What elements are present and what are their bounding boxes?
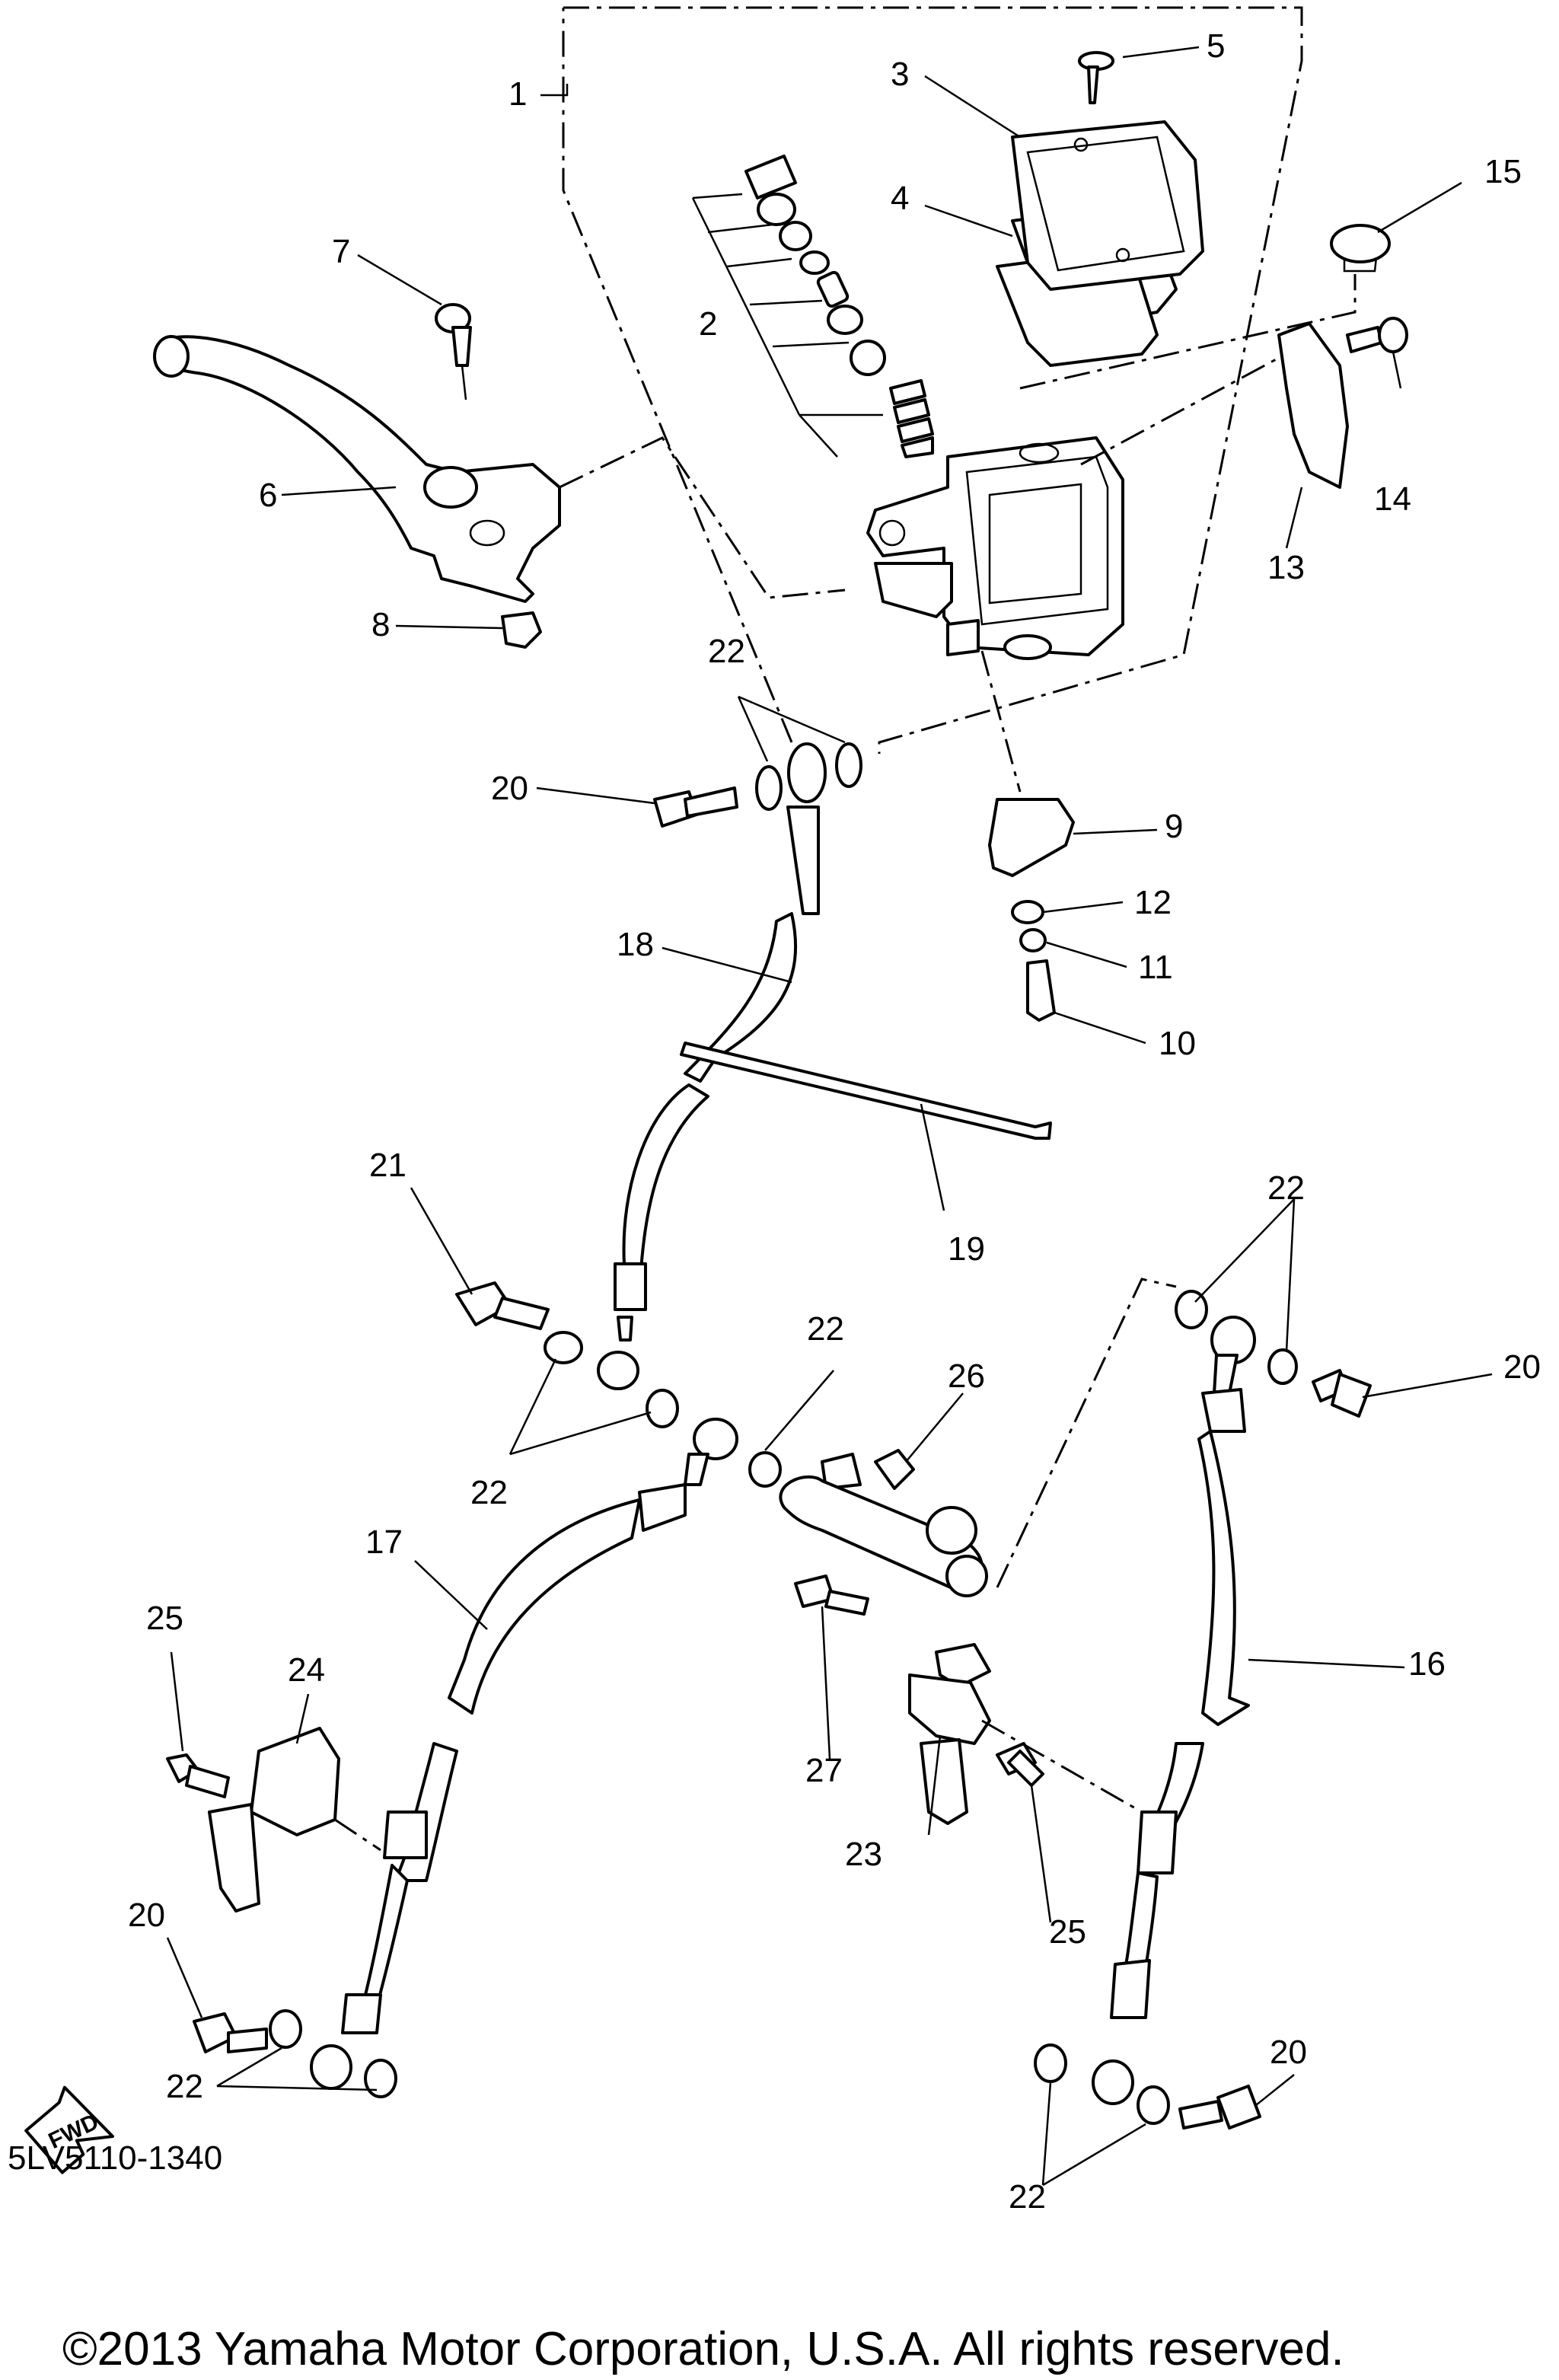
copyright-notice: ©2013 Yamaha Motor Corporation, U.S.A. A…	[62, 2323, 1344, 2375]
callout-3: 3	[891, 56, 909, 93]
master-cylinder-body	[866, 436, 1124, 660]
pivot-nut	[501, 611, 542, 649]
callout-20-left: 20	[128, 1897, 165, 1934]
callout-26: 26	[948, 1357, 985, 1395]
callout-19: 19	[948, 1230, 985, 1268]
assembly-outline	[562, 6, 1303, 754]
callout-8: 8	[371, 606, 390, 643]
brake-joint	[748, 1449, 988, 1616]
callout-22-left-lower: 22	[166, 2068, 203, 2105]
union-bolt-right-upper	[1175, 1290, 1372, 1418]
callout-1: 1	[509, 75, 527, 113]
reservoir-cap-and-diaphragm	[996, 120, 1204, 367]
callout-15: 15	[1484, 153, 1522, 190]
union-bolt-top	[653, 742, 862, 828]
union-bolt-left-lower	[193, 2009, 397, 2098]
callout-17: 17	[365, 1523, 403, 1561]
callout-24: 24	[288, 1651, 325, 1689]
bolt-left	[455, 1281, 679, 1428]
callout-5: 5	[1207, 27, 1225, 65]
brake-hose-left	[310, 1418, 738, 2090]
callout-21: 21	[369, 1147, 406, 1184]
callout-7: 7	[332, 233, 350, 270]
hose-guide-rod	[680, 1042, 1052, 1140]
callout-23: 23	[845, 1836, 882, 1873]
bracket-right	[908, 1643, 1044, 1825]
diagram-code: 5LV5110-1340	[8, 2139, 223, 2177]
leader-lines	[166, 46, 1493, 2187]
piston-kit	[691, 155, 934, 458]
cap-screw	[1078, 51, 1114, 104]
callout-9: 9	[1165, 808, 1183, 845]
callout-22-middle: 22	[807, 1310, 844, 1348]
callout-20-top: 20	[491, 770, 528, 807]
callout-12: 12	[1134, 884, 1172, 921]
union-bolt-right-lower	[1034, 2043, 1261, 2130]
callout-20-right: 20	[1503, 1348, 1541, 1386]
phantom-lines	[334, 274, 1357, 1852]
callout-6: 6	[259, 477, 277, 514]
brake-lever	[153, 335, 561, 603]
callout-16: 16	[1408, 1645, 1446, 1683]
callout-22-top: 22	[708, 633, 745, 670]
callout-14: 14	[1374, 480, 1411, 518]
lever-adjuster	[435, 303, 472, 400]
callout-27: 27	[805, 1752, 843, 1789]
brake-hose-upper	[597, 806, 820, 1390]
callout-labels: 1 2 3 4 5 6 7 8 9 10 11 12 13 14 15 16 1…	[128, 27, 1541, 2216]
bracket-left	[166, 1727, 340, 1913]
callout-22-right-lower: 22	[1009, 2178, 1046, 2216]
callout-10: 10	[1159, 1025, 1196, 1062]
callout-18: 18	[617, 926, 654, 963]
callout-20-bottom-right: 20	[1270, 2034, 1307, 2071]
callout-25-right: 25	[1049, 1913, 1086, 1951]
holder-and-screw	[1277, 317, 1408, 489]
callout-25-left: 25	[146, 1600, 183, 1637]
callout-22-right-upper: 22	[1267, 1169, 1305, 1207]
callout-22-left-middle: 22	[470, 1474, 508, 1511]
callout-2: 2	[699, 305, 717, 343]
callout-4: 4	[891, 180, 909, 217]
callout-11: 11	[1138, 949, 1173, 986]
lever-cap	[1330, 224, 1391, 273]
callout-13: 13	[1267, 549, 1305, 586]
brake-hose-right	[1092, 1316, 1256, 2105]
brake-switch-assembly	[988, 798, 1075, 1022]
